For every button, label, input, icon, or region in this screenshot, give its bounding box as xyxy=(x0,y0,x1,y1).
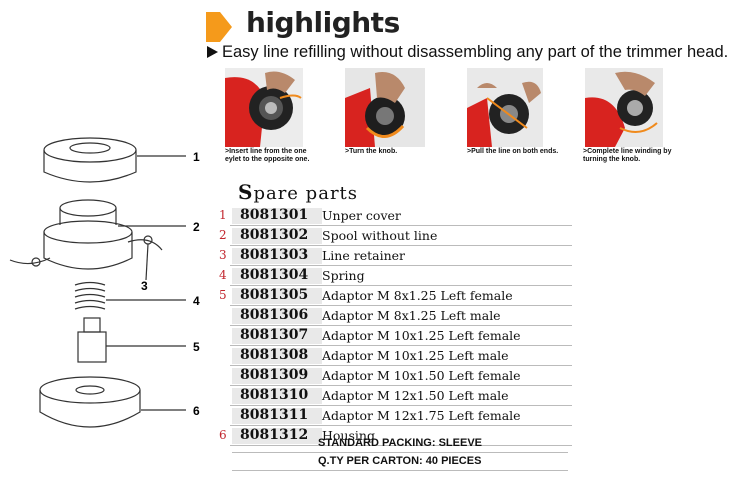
subtitle: Easy line refilling without disassemblin… xyxy=(207,43,728,62)
code-background xyxy=(232,408,322,424)
part-number: 1 xyxy=(219,208,227,222)
part-code: 8081310 xyxy=(240,387,309,403)
part-code: 8081309 xyxy=(240,367,309,383)
part-description: Housing xyxy=(322,428,375,443)
code-background xyxy=(232,308,322,324)
part-number-labels: 1 2 3 4 5 6 xyxy=(141,150,200,418)
table-row: 8081310 Adaptor M 12x1.50 Left male xyxy=(230,386,572,406)
part-code: 8081312 xyxy=(240,427,309,443)
page-title: highlights xyxy=(246,6,400,39)
spare-parts-title: Spare parts xyxy=(238,180,359,204)
spare-parts-table: 1 8081301 Unper cover 2 8081302 Spool without… xyxy=(219,206,572,446)
part-label-4: 4 xyxy=(193,294,200,308)
part-number: 4 xyxy=(219,268,227,282)
code-background xyxy=(232,248,322,264)
table-row: 8081307 Adaptor M 10x1.25 Left female xyxy=(230,326,572,346)
step-1-photo xyxy=(225,68,303,147)
table-row: 1 8081301 Unper cover xyxy=(219,206,572,226)
code-background xyxy=(232,328,322,344)
step-3-photo xyxy=(467,68,543,147)
table-row: 8081311 Adaptor M 12x1.75 Left female xyxy=(230,406,572,426)
table-row: 3 8081303 Line retainer xyxy=(219,246,572,266)
standard-packing: STANDARD PACKING: SLEEVE xyxy=(232,435,568,453)
step-2-photo xyxy=(345,68,425,147)
part-label-5: 5 xyxy=(193,340,200,354)
part-description: Adaptor M 8x1.25 Left female xyxy=(322,288,513,303)
part-label-3: 3 xyxy=(141,279,148,293)
part-number: 6 xyxy=(219,428,227,442)
part-label-1: 1 xyxy=(193,150,200,164)
part-description: Adaptor M 10x1.50 Left female xyxy=(322,368,521,383)
table-row: 8081308 Adaptor M 10x1.25 Left male xyxy=(230,346,572,366)
part-description: Adaptor M 12x1.75 Left female xyxy=(322,408,521,423)
code-background xyxy=(232,368,322,384)
part-description: Unper cover xyxy=(322,208,401,223)
part-number: 5 xyxy=(219,288,227,302)
part-description: Line retainer xyxy=(322,248,405,263)
part-description: Adaptor M 12x1.50 Left male xyxy=(322,388,509,403)
part-number: 2 xyxy=(219,228,227,242)
qty-per-carton: Q.TY PER CARTON: 40 PIECES xyxy=(232,453,568,471)
part-description: Adaptor M 10x1.25 Left male xyxy=(322,348,509,363)
step-4-photo xyxy=(585,68,663,147)
part-code: 8081305 xyxy=(240,287,309,303)
part-code: 8081306 xyxy=(240,307,309,323)
code-background xyxy=(232,268,322,284)
part-code: 8081303 xyxy=(240,247,309,263)
highlights-arrow-icon xyxy=(206,12,232,42)
part-number: 3 xyxy=(219,248,227,262)
part-code: 8081311 xyxy=(240,407,309,423)
part-code: 8081307 xyxy=(240,327,309,343)
code-background xyxy=(232,228,322,244)
part-description: Adaptor M 8x1.25 Left male xyxy=(322,308,501,323)
table-row: 8081309 Adaptor M 10x1.50 Left female xyxy=(230,366,572,386)
exploded-parts-drawing: 1 2 3 4 5 6 xyxy=(9,137,200,428)
code-background xyxy=(232,388,322,404)
step-2-caption: >Turn the knob. xyxy=(345,148,398,155)
part-code: 8081302 xyxy=(240,227,309,243)
part-code: 8081308 xyxy=(240,347,309,363)
step-1-caption: >Insert line from the one eylet to the o… xyxy=(225,148,310,163)
code-background xyxy=(232,208,322,224)
code-background xyxy=(232,288,322,304)
table-row: 6 8081312 Housing xyxy=(219,426,572,446)
step-4-caption: >Complete line winding by turning the kn… xyxy=(583,148,672,163)
part-description: Spring xyxy=(322,268,365,283)
table-row: 5 8081305 Adaptor M 8x1.25 Left female xyxy=(219,286,572,306)
part-label-6: 6 xyxy=(193,404,200,418)
part-code: 8081304 xyxy=(240,267,309,283)
part-code: 8081301 xyxy=(240,207,309,223)
bullet-triangle-icon xyxy=(207,46,218,58)
part-description: Adaptor M 10x1.25 Left female xyxy=(322,328,521,343)
step-3-caption: >Pull the line on both ends. xyxy=(467,148,559,155)
part-description: Spool without line xyxy=(322,228,438,243)
code-background xyxy=(232,428,322,444)
part-label-2: 2 xyxy=(193,220,200,234)
table-row: 2 8081302 Spool without line xyxy=(219,226,572,246)
table-row: 4 8081304 Spring xyxy=(219,266,572,286)
code-background xyxy=(232,348,322,364)
table-row: 8081306 Adaptor M 8x1.25 Left male xyxy=(230,306,572,326)
